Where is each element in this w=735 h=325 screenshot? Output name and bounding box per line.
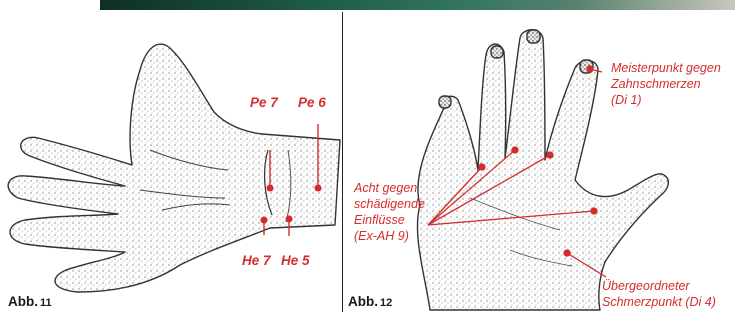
caption-number: 11 bbox=[40, 297, 52, 309]
label-meisterpunkt: Meisterpunkt gegen Zahnschmerzen (Di 1) bbox=[611, 60, 721, 108]
point-pe7-marker bbox=[267, 185, 273, 191]
label-acht-line-2: schädigende bbox=[354, 196, 425, 212]
point-label-he7: He 7 bbox=[242, 253, 271, 268]
point-he5-marker bbox=[286, 216, 292, 222]
caption-prefix: Abb. bbox=[348, 294, 378, 309]
label-meisterpunkt-line-1: Meisterpunkt gegen bbox=[611, 60, 721, 76]
point-label-he5: He 5 bbox=[281, 253, 310, 268]
label-acht-line-3: Einflüsse bbox=[354, 212, 425, 228]
label-meisterpunkt-line-2: Zahnschmerzen bbox=[611, 76, 721, 92]
caption-prefix: Abb. bbox=[8, 294, 38, 309]
figure-caption-11: Abb.11 bbox=[8, 294, 52, 309]
label-schmerzpunkt: Übergeordneter Schmerzpunkt (Di 4) bbox=[602, 278, 716, 310]
label-acht-line-1: Acht gegen bbox=[354, 180, 425, 196]
point-he7-marker bbox=[261, 217, 267, 223]
caption-number: 12 bbox=[380, 297, 392, 309]
point-label-pe7: Pe 7 bbox=[250, 95, 278, 110]
label-schmerzpunkt-line-2: Schmerzpunkt (Di 4) bbox=[602, 294, 716, 310]
label-schmerzpunkt-line-1: Übergeordneter bbox=[602, 278, 716, 294]
label-meisterpunkt-line-3: (Di 1) bbox=[611, 92, 721, 108]
figure-caption-12: Abb.12 bbox=[348, 294, 392, 309]
point-pe6-marker bbox=[315, 185, 321, 191]
label-acht-gegen: Acht gegen schädigende Einflüsse (Ex-AH … bbox=[354, 180, 425, 244]
point-label-pe6: Pe 6 bbox=[298, 95, 326, 110]
label-acht-line-4: (Ex-AH 9) bbox=[354, 228, 425, 244]
